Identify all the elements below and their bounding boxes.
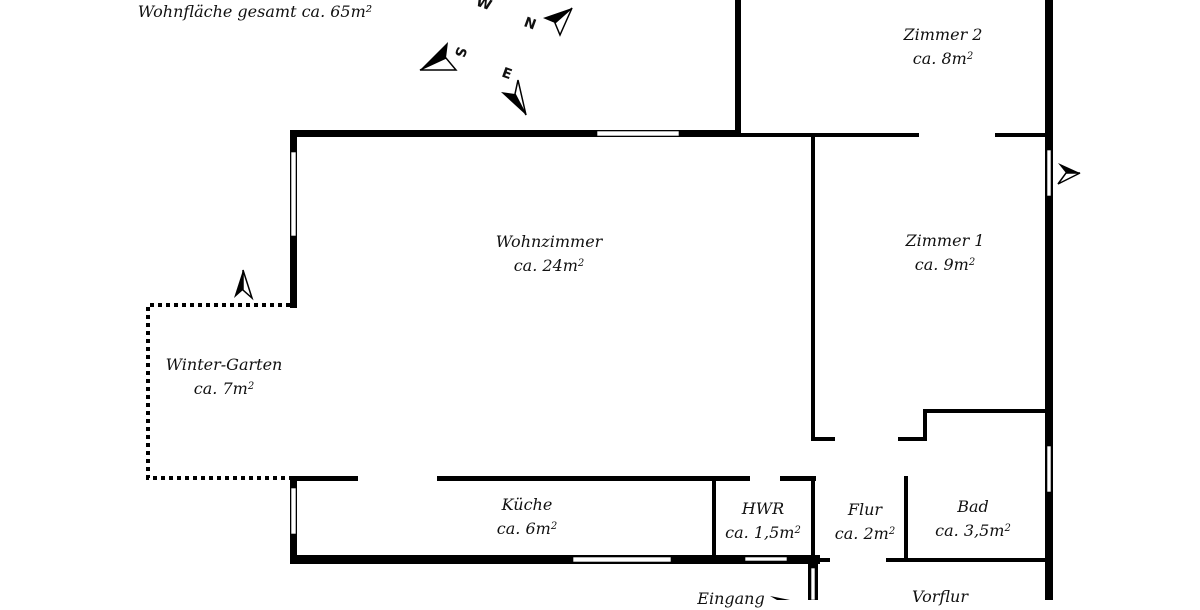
window xyxy=(290,487,297,535)
wall xyxy=(904,476,908,558)
wall xyxy=(290,130,741,137)
room-name: Zimmer 1 xyxy=(905,231,985,250)
room-name: Zimmer 2 xyxy=(903,25,983,44)
room-name: Wohnzimmer xyxy=(495,232,603,251)
room-area: ca. 1,5m2 xyxy=(725,523,801,542)
wall xyxy=(712,476,750,481)
wall xyxy=(898,437,926,441)
wintergarten-outline xyxy=(146,303,290,480)
total-area-label: Wohnfläche gesamt ca. 65m² xyxy=(137,2,373,21)
room-area: ca. 2m2 xyxy=(834,524,896,543)
room-name: Winter-Garten xyxy=(165,355,283,374)
room-name: Vorflur xyxy=(912,587,968,606)
room-label-zimmer1: Zimmer 1 ca. 9m2 xyxy=(906,230,985,276)
room-name: Eingang xyxy=(697,589,765,608)
compass-east-arrow-icon xyxy=(501,79,527,116)
direction-arrow-icon xyxy=(234,269,254,301)
room-label-wintergarten: Winter-Garten ca. 7m2 xyxy=(166,354,283,400)
wall xyxy=(290,555,820,564)
wall xyxy=(811,137,815,441)
window xyxy=(744,556,788,562)
window xyxy=(572,556,672,563)
wall xyxy=(437,476,715,481)
wall xyxy=(923,409,1050,413)
room-label-eingang: Eingang xyxy=(697,588,764,610)
room-label-flur: Flur ca. 2m2 xyxy=(835,499,895,545)
room-name: HWR xyxy=(741,499,785,518)
window xyxy=(290,151,297,237)
window xyxy=(1046,149,1052,197)
room-area: ca. 7m2 xyxy=(193,379,255,398)
room-name: Küche xyxy=(501,495,553,514)
wall xyxy=(886,558,1050,562)
compass-north-arrow-icon xyxy=(543,7,573,37)
room-label-hwr: HWR ca. 1,5m2 xyxy=(725,498,801,544)
room-area: ca. 3,5m2 xyxy=(935,521,1011,540)
wall xyxy=(712,476,716,558)
wall xyxy=(995,133,1050,137)
room-name: Bad xyxy=(957,497,989,516)
room-label-wohnzimmer: Wohnzimmer ca. 24m2 xyxy=(496,231,603,277)
direction-arrow-icon xyxy=(770,596,790,600)
room-label-vorflur: Vorflur xyxy=(912,586,968,608)
wall xyxy=(811,476,815,558)
wall xyxy=(818,558,830,562)
door-frame xyxy=(810,567,816,600)
room-label-kueche: Küche ca. 6m2 xyxy=(497,494,557,540)
room-area: ca. 8m2 xyxy=(912,49,974,68)
window xyxy=(1046,445,1052,493)
room-area: ca. 6m2 xyxy=(496,519,558,538)
room-name: Flur xyxy=(847,500,883,519)
wall xyxy=(811,437,835,441)
room-area: ca. 9m2 xyxy=(914,255,976,274)
wall xyxy=(290,476,358,481)
wall xyxy=(1045,0,1053,600)
wall xyxy=(780,476,816,481)
wall xyxy=(923,409,927,441)
window xyxy=(596,130,680,137)
direction-arrow-icon xyxy=(1057,163,1081,185)
compass-south-arrow-icon xyxy=(419,42,458,71)
wall xyxy=(735,0,741,137)
wall xyxy=(741,133,919,137)
room-label-zimmer2: Zimmer 2 ca. 8m2 xyxy=(904,24,983,70)
room-area: ca. 24m2 xyxy=(513,256,585,275)
room-label-bad: Bad ca. 3,5m2 xyxy=(935,496,1011,542)
